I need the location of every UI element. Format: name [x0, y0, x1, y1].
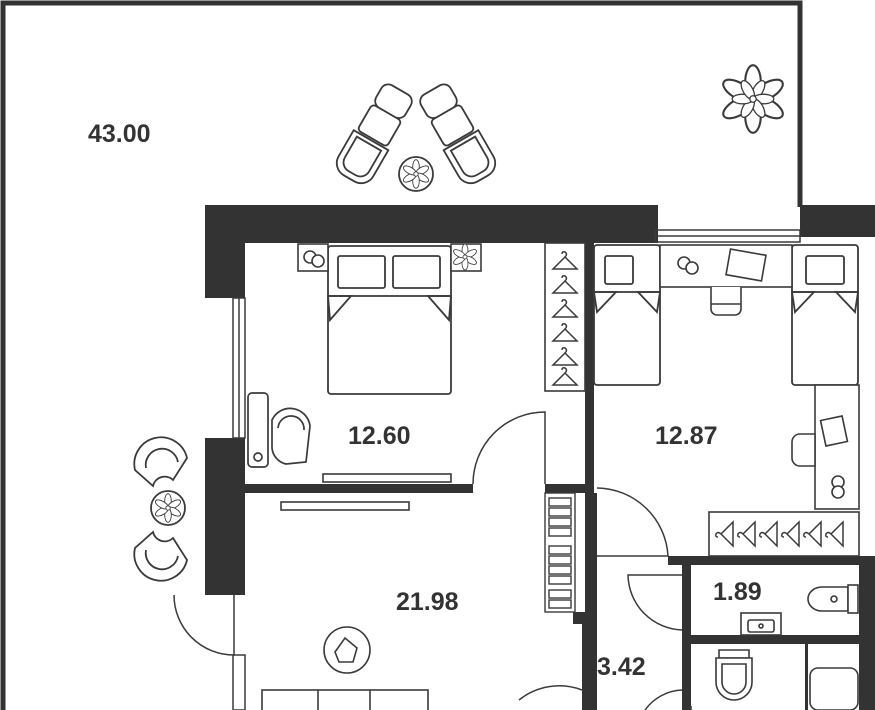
area-label-living-room: 21.98: [396, 588, 459, 616]
plant-icon: [718, 64, 788, 134]
kids-bed-right: [790, 244, 860, 386]
terrace-sun-lounger-right: [419, 83, 497, 185]
terrace-chairs-left: [133, 436, 188, 582]
area-label-hallway: 3.42: [597, 653, 646, 681]
bedroom-tv: [322, 473, 452, 483]
terrace-sun-lounger-left: [335, 83, 413, 185]
bed-icon: [327, 245, 452, 395]
window-bottom-left: [232, 654, 246, 710]
sofa-icon: [261, 689, 429, 710]
kids-desk-right: [791, 384, 860, 510]
toilet-icon: [715, 649, 753, 701]
living-door-bottom: [518, 685, 583, 701]
terrace-outline: [0, 0, 803, 710]
desk-icon: [659, 244, 793, 316]
bedroom-desk: [247, 392, 311, 468]
entry-door: [173, 594, 235, 656]
living-tv: [280, 501, 410, 511]
area-label-kids-room: 12.87: [655, 422, 718, 450]
terrace-side-table: [398, 156, 434, 192]
area-label-terrace: 43.00: [88, 120, 151, 148]
window-left: [232, 297, 246, 439]
kids-room-door: [596, 487, 669, 557]
wardrobe-bedroom: [544, 242, 586, 392]
living-coffee-table: [323, 626, 371, 674]
wardrobe-kids: [708, 511, 860, 557]
bathtub-icon: [809, 667, 859, 710]
balcony-door: [654, 229, 801, 243]
sink-icon: [740, 612, 782, 636]
bedroom-door: [472, 411, 546, 485]
walls: [205, 205, 875, 710]
hallway-door: [644, 689, 683, 710]
bookshelf: [544, 492, 576, 613]
toilet-icon: [807, 584, 859, 614]
kids-bed-left: [592, 244, 662, 386]
bathroom-door: [627, 574, 683, 631]
area-label-bathroom: 1.89: [713, 578, 762, 606]
area-label-bedroom: 12.60: [348, 422, 411, 450]
